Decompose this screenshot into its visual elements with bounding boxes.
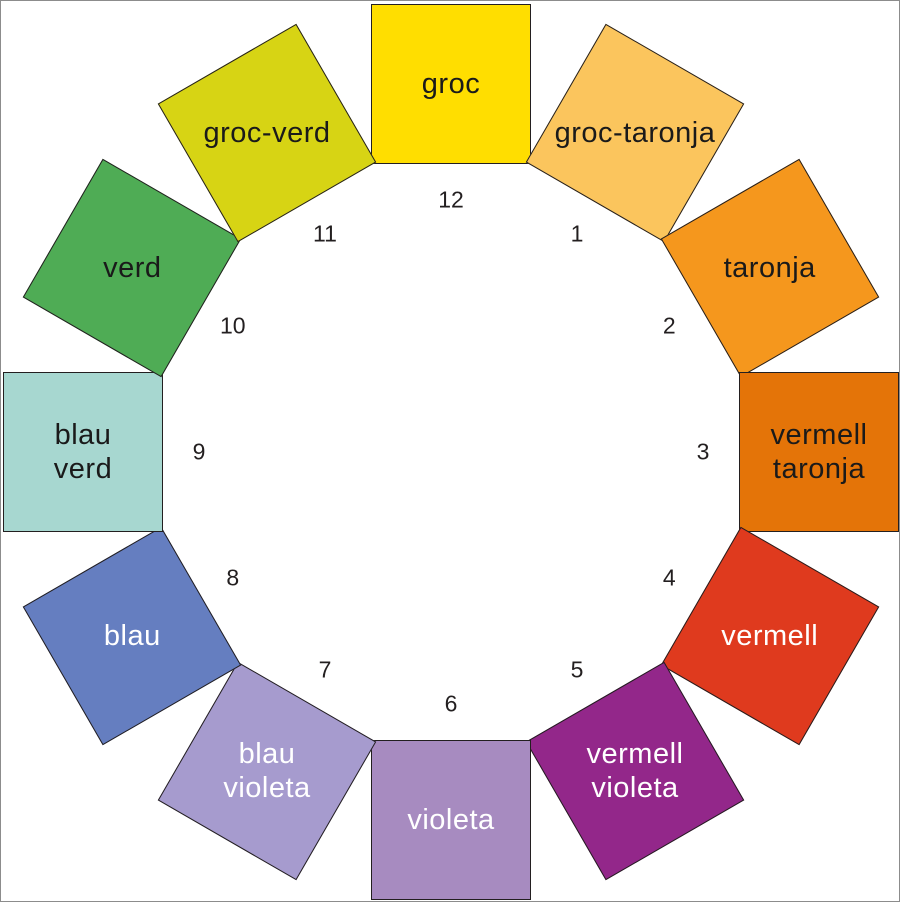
clock-number-2: 2 xyxy=(662,312,676,339)
clock-number-5: 5 xyxy=(570,656,584,683)
clock-number-10: 10 xyxy=(219,312,246,339)
label-line: blau xyxy=(238,737,296,770)
label-line: violeta xyxy=(407,803,495,836)
label-line: groc-verd xyxy=(203,117,331,150)
clock-number-6: 6 xyxy=(444,690,458,717)
label-line: verd xyxy=(103,251,162,284)
color-label-violeta: violeta xyxy=(407,803,494,837)
clock-number-12: 12 xyxy=(438,186,464,213)
color-label-groc: groc xyxy=(422,67,480,101)
label-line: violeta xyxy=(591,771,679,804)
label-line: vermell xyxy=(770,418,868,451)
clock-number-1: 1 xyxy=(570,220,584,247)
color-label-verd: verd xyxy=(103,251,161,285)
clock-number-11: 11 xyxy=(313,220,337,247)
color-label-vermell: vermell xyxy=(721,619,818,653)
label-line: vermell xyxy=(721,619,819,652)
label-line: blau xyxy=(103,619,161,652)
color-label-groc-verd: groc-verd xyxy=(204,116,331,150)
clock-number-3: 3 xyxy=(696,438,710,465)
label-line: verd xyxy=(53,453,113,485)
label-line: taronja xyxy=(723,251,816,284)
clock-number-8: 8 xyxy=(226,564,240,591)
label-line: taronja xyxy=(772,453,866,485)
color-square-groc xyxy=(371,4,531,164)
color-label-groc-taronja: groc-taronja xyxy=(555,116,716,150)
color-label-taronja: taronja xyxy=(724,251,816,285)
clock-number-9: 9 xyxy=(192,438,206,465)
clock-number-7: 7 xyxy=(318,656,332,683)
label-line: groc-taronja xyxy=(554,117,716,150)
label-line: blau xyxy=(54,418,112,451)
label-line: vermell xyxy=(586,737,684,770)
label-line: groc xyxy=(421,67,481,100)
label-line: violeta xyxy=(223,771,311,804)
color-label-blau: blau xyxy=(104,619,161,653)
clock-number-4: 4 xyxy=(662,564,676,591)
